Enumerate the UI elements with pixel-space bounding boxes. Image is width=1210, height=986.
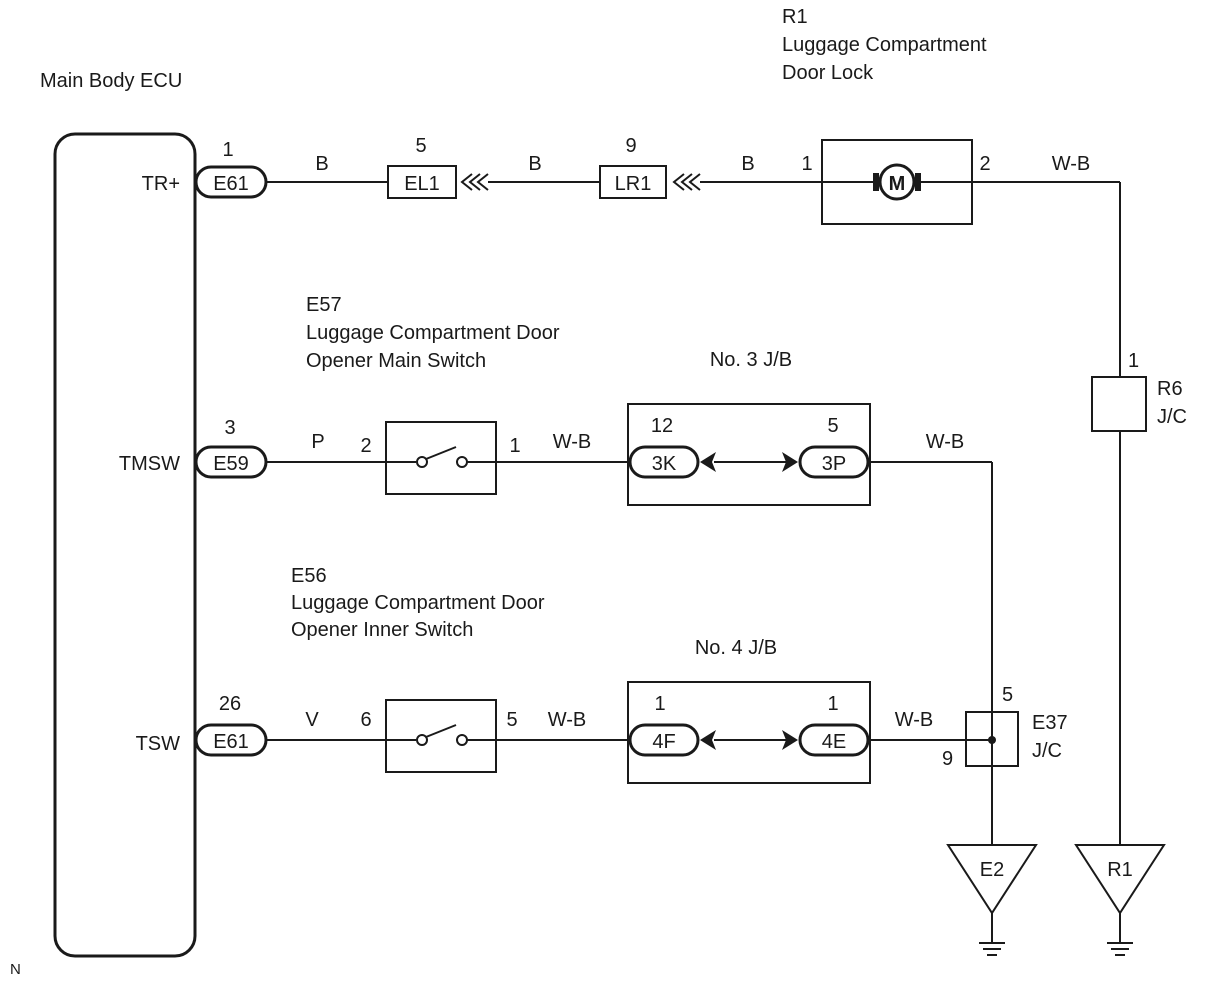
- r6-type: J/C: [1157, 406, 1187, 428]
- connector-3k: [628, 445, 700, 479]
- pin-tmsw-ecu: 3: [224, 417, 235, 439]
- chevron-lr1-icon: [672, 173, 701, 191]
- wire-tr-1-color: B: [315, 153, 328, 175]
- motor-symbol: M: [889, 173, 906, 195]
- connector-4e: [798, 723, 870, 757]
- ground-e2: E2: [946, 844, 1038, 956]
- r6-pin: 1: [1128, 350, 1139, 372]
- switch-open-icon: [386, 724, 496, 746]
- ecu-terminal-tsw: TSW: [136, 733, 181, 755]
- wire-tmsw-2-color: W-B: [553, 431, 592, 453]
- jb3-left-chevron-icon: [700, 452, 716, 472]
- pin-el: 5: [415, 135, 426, 157]
- circuit-tr: 1 E61 B 5 EL1 B 9 LR1 B 1 M 2 W-B R1 Lug…: [194, 6, 1120, 225]
- e37-pin-top: 5: [1002, 684, 1013, 706]
- connector-lr1-label: LR1: [615, 173, 652, 195]
- connector-3k-label: 3K: [652, 453, 677, 475]
- connector-e59-label: E59: [213, 453, 249, 475]
- pin-main-switch-in: 2: [360, 435, 371, 457]
- switch-open-icon: [386, 446, 496, 468]
- wire-tmsw-out-color: W-B: [926, 431, 965, 453]
- wire-tr-out-color: W-B: [1052, 153, 1091, 175]
- wire-tmsw-1-color: P: [311, 431, 324, 453]
- e37-code: E37: [1032, 712, 1068, 734]
- motor-icon: [873, 163, 921, 201]
- inner-switch-box: [385, 699, 497, 773]
- jb3-right-chevron-icon: [782, 452, 798, 472]
- ecu-title: Main Body ECU: [40, 70, 182, 92]
- jb4-right-chevron-icon: [782, 730, 798, 750]
- main-switch-name-2: Opener Main Switch: [306, 350, 486, 372]
- inner-switch-name-2: Opener Inner Switch: [291, 619, 473, 641]
- connector-4f-label: 4F: [652, 731, 675, 753]
- wire-tsw-2-color: W-B: [548, 709, 587, 731]
- junction-r6: [1091, 376, 1147, 432]
- connector-e61-tr: [194, 165, 268, 199]
- jb4-title: No. 4 J/B: [695, 637, 777, 659]
- inner-switch-name-1: Luggage Compartment Door: [291, 592, 545, 614]
- footer-mark: N: [10, 961, 21, 978]
- circuit-tmsw: E57 Luggage Compartment Door Opener Main…: [194, 294, 993, 712]
- ecu-terminal-tr: TR+: [142, 173, 180, 195]
- connector-e61-tsw-label: E61: [213, 731, 249, 753]
- ground-r1-label: R1: [1107, 859, 1133, 881]
- connector-4f: [628, 723, 700, 757]
- inner-switch-code: E56: [291, 565, 327, 587]
- wire-tr-2-color: B: [528, 153, 541, 175]
- wire-tsw-1-color: V: [305, 709, 319, 731]
- ground-r1-triangle: [1074, 844, 1166, 915]
- wire-tsw-out-color: W-B: [895, 709, 934, 731]
- door-lock-name-1: Luggage Compartment: [782, 34, 987, 56]
- connector-el1: [387, 165, 457, 199]
- door-lock-name-2: Door Lock: [782, 62, 874, 84]
- ecu-body: [53, 132, 197, 958]
- jb4-left-chevron-icon: [700, 730, 716, 750]
- ground-r1: R1: [1074, 844, 1166, 956]
- e37-branch: 5 9 E37 J/C: [942, 684, 1068, 845]
- ground-e2-triangle: [946, 844, 1038, 915]
- chevron-el1-icon: [460, 173, 489, 191]
- wire-tr-3-color: B: [741, 153, 754, 175]
- pin-motor-in: 1: [801, 153, 812, 175]
- connector-e61-tr-label: E61: [213, 173, 249, 195]
- main-switch-code: E57: [306, 294, 342, 316]
- connector-3p-label: 3P: [822, 453, 846, 475]
- ecu-terminal-tmsw: TMSW: [119, 453, 180, 475]
- circuit-tsw: E56 Luggage Compartment Door Opener Inne…: [194, 565, 966, 784]
- r6-branch: 1 R6 J/C: [1091, 182, 1187, 845]
- jb3-pin-right: 5: [827, 415, 838, 437]
- e37-pin-left: 9: [942, 748, 953, 770]
- e37-type: J/C: [1032, 740, 1062, 762]
- door-lock-code: R1: [782, 6, 808, 28]
- pin-lr: 9: [625, 135, 636, 157]
- pin-inner-switch-out: 5: [506, 709, 517, 731]
- connector-e59: [194, 445, 268, 479]
- r6-code: R6: [1157, 378, 1183, 400]
- jb3-pin-left: 12: [651, 415, 673, 437]
- jb3-title: No. 3 J/B: [710, 349, 792, 371]
- pin-inner-switch-in: 6: [360, 709, 371, 731]
- pin-tsw-ecu: 26: [219, 693, 241, 715]
- jb4-pin-right: 1: [827, 693, 838, 715]
- connector-el1-label: EL1: [404, 173, 440, 195]
- connector-lr1: [599, 165, 667, 199]
- connector-3p: [798, 445, 870, 479]
- main-switch-name-1: Luggage Compartment Door: [306, 322, 560, 344]
- connector-e61-tsw: [194, 723, 268, 757]
- pin-tr-ecu: 1: [222, 139, 233, 161]
- pin-motor-out: 2: [979, 153, 990, 175]
- connector-4e-label: 4E: [822, 731, 846, 753]
- ground-icon: [979, 942, 1005, 956]
- jb4-pin-left: 1: [654, 693, 665, 715]
- pin-main-switch-out: 1: [509, 435, 520, 457]
- main-switch-box: [385, 421, 497, 495]
- ground-icon: [1107, 942, 1133, 956]
- ground-e2-label: E2: [980, 859, 1004, 881]
